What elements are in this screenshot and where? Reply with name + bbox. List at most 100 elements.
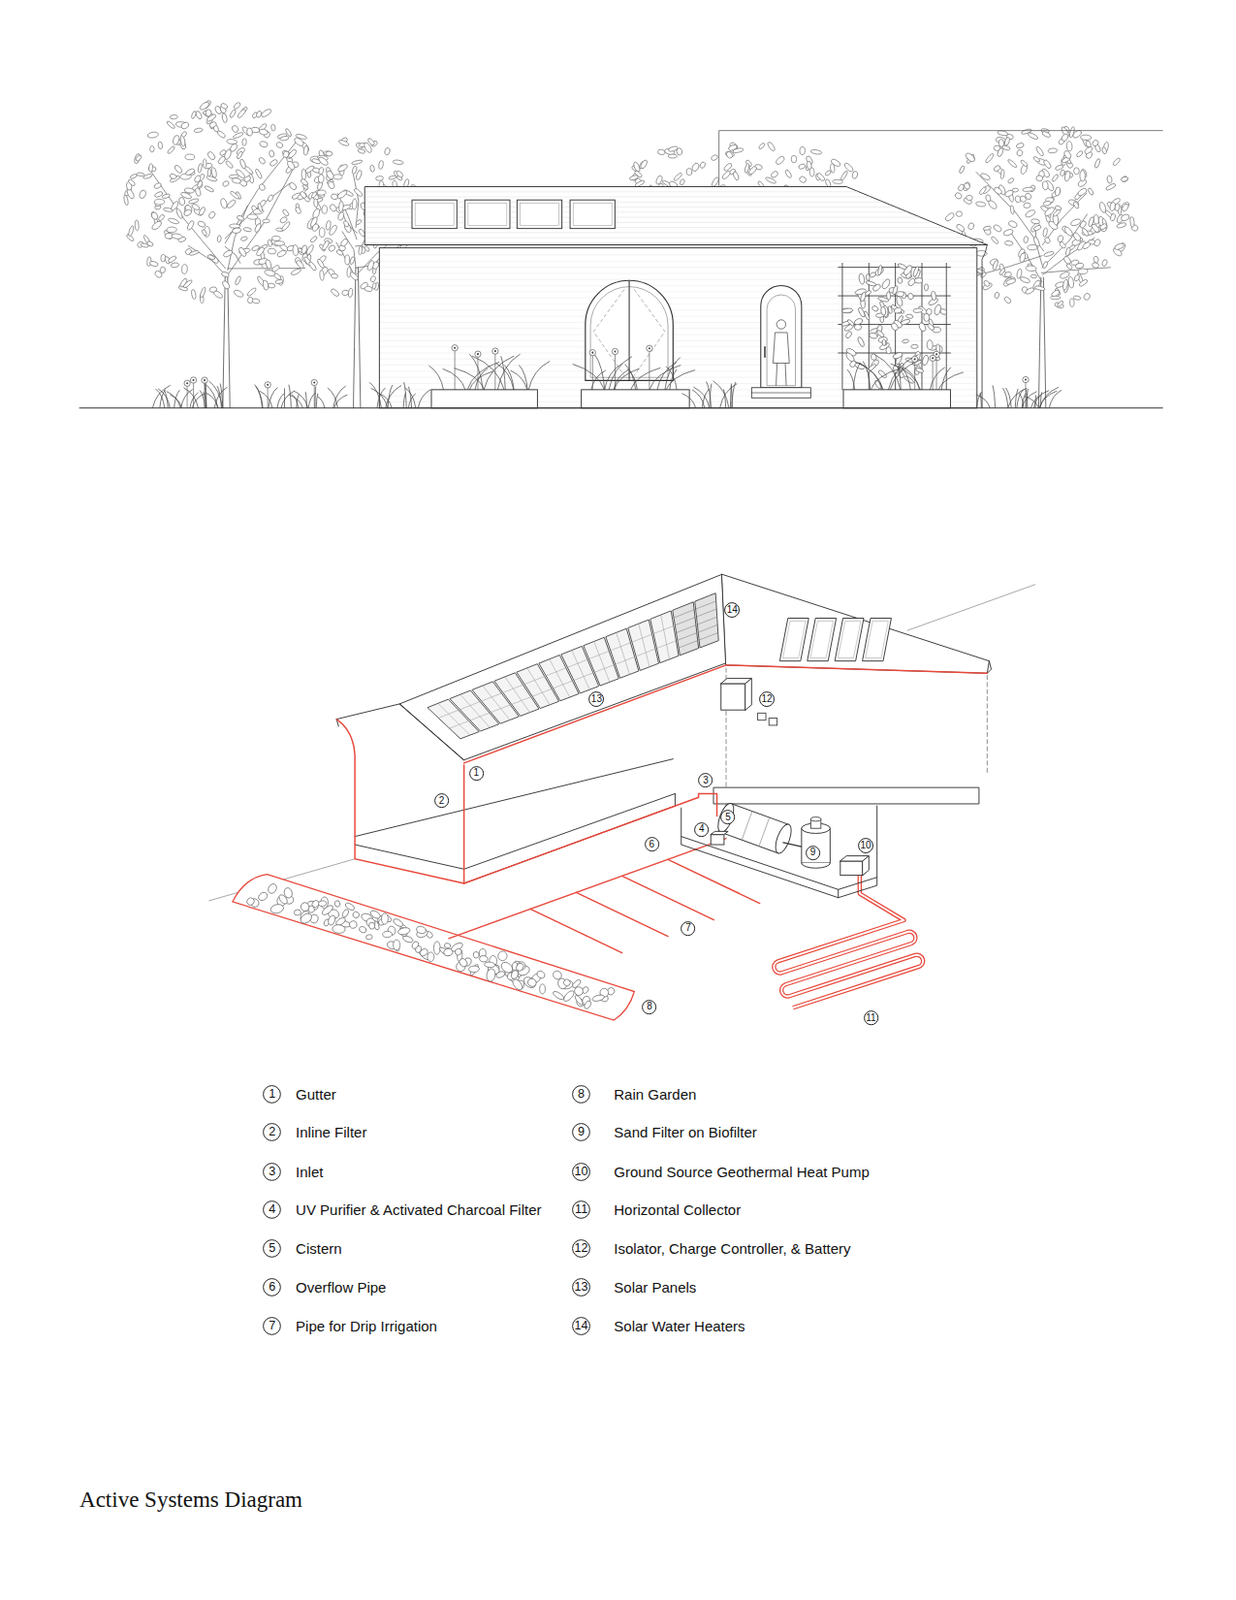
leaf xyxy=(230,124,240,133)
leaf xyxy=(348,255,355,265)
leaf xyxy=(1025,265,1037,272)
leaf xyxy=(889,321,900,332)
leaf-blade xyxy=(277,393,285,409)
rock xyxy=(562,988,576,1003)
leaf xyxy=(295,133,308,141)
leaf xyxy=(369,275,377,284)
callout-number: 8 xyxy=(577,1087,585,1101)
leaf xyxy=(318,269,324,281)
leaf-blade xyxy=(857,362,883,391)
leaf-blade xyxy=(169,394,182,409)
leaf xyxy=(1004,240,1014,247)
tree-branch xyxy=(1042,192,1087,246)
floor-slab xyxy=(464,792,676,869)
leaf xyxy=(246,127,254,137)
leaf-blade xyxy=(209,380,223,409)
callout-outline xyxy=(572,1163,591,1181)
leaf xyxy=(270,124,276,131)
panel-cell-line xyxy=(661,614,670,660)
panel-cell-line xyxy=(638,623,650,667)
leaf-blade xyxy=(1040,391,1042,408)
leaf xyxy=(201,228,209,237)
roof-shingle-line xyxy=(366,231,957,233)
callout-number: 13 xyxy=(574,1280,589,1294)
flower xyxy=(1022,376,1029,382)
sand-filter xyxy=(801,862,830,868)
leaf xyxy=(325,220,332,230)
leaf xyxy=(337,162,349,173)
rainwater-lines xyxy=(336,665,987,884)
leaf xyxy=(797,162,806,170)
leaf xyxy=(1047,148,1058,154)
leaf xyxy=(235,150,244,159)
leaf xyxy=(350,158,363,165)
leaf xyxy=(926,322,936,332)
leaf xyxy=(1023,202,1032,209)
leaf xyxy=(997,129,1009,136)
rock xyxy=(468,965,479,973)
floor-slab xyxy=(464,792,676,884)
leaf xyxy=(285,127,293,138)
roof-shingle-line xyxy=(366,242,982,244)
leaf xyxy=(243,226,253,232)
leaf xyxy=(194,187,202,197)
tree-trunk xyxy=(357,267,360,409)
leaf xyxy=(675,147,683,156)
rock xyxy=(510,969,520,980)
leaf xyxy=(1065,247,1072,257)
leaf xyxy=(136,172,146,177)
leaf xyxy=(698,160,706,169)
leaf xyxy=(197,206,206,217)
leaf-blade xyxy=(288,384,292,409)
leaf xyxy=(269,158,280,167)
leaf xyxy=(911,344,920,349)
tree-branch xyxy=(150,170,225,269)
leaf-blade xyxy=(497,353,520,391)
callout-circle: 8 xyxy=(571,1084,591,1104)
flower xyxy=(914,357,917,360)
callout-circle: 1 xyxy=(262,1084,282,1104)
rock xyxy=(293,909,302,917)
leaf-blade xyxy=(874,354,901,391)
leaf xyxy=(1042,260,1049,269)
skylight xyxy=(835,618,864,662)
leaf xyxy=(310,190,317,199)
leaf-blade xyxy=(627,369,637,391)
leaf-blade xyxy=(572,363,605,390)
leaf-blade xyxy=(976,391,982,409)
leaf-blade xyxy=(475,368,488,391)
callout-outline xyxy=(263,1123,282,1141)
leaf xyxy=(1106,175,1112,185)
callout-outline xyxy=(572,1278,591,1297)
leaf xyxy=(220,102,229,111)
flower xyxy=(186,381,189,384)
tree-branch xyxy=(224,183,290,239)
rock xyxy=(583,999,593,1010)
leaf xyxy=(840,170,850,182)
leaf xyxy=(185,167,196,177)
callout-outline xyxy=(263,1163,282,1181)
leaf xyxy=(980,271,987,279)
leaf xyxy=(366,259,376,272)
leaf xyxy=(851,170,858,180)
leaf-blade xyxy=(595,354,605,391)
leaf-blade xyxy=(316,396,324,409)
leaf xyxy=(1077,268,1088,275)
callout-outline xyxy=(725,602,740,618)
leaf xyxy=(372,282,378,289)
wall-siding-line xyxy=(380,370,976,372)
leaf xyxy=(224,159,234,169)
leaf-blade xyxy=(1039,386,1059,408)
collector-pipe xyxy=(773,875,923,1009)
leaf xyxy=(189,250,200,256)
leaf xyxy=(221,271,230,279)
leaf xyxy=(1087,187,1095,196)
leaf xyxy=(258,140,269,149)
leaf xyxy=(203,185,215,193)
leaf xyxy=(1115,221,1127,229)
flower xyxy=(646,345,653,351)
leaf xyxy=(984,153,995,164)
clerestory-window xyxy=(412,199,457,228)
leaf xyxy=(774,155,786,166)
leaf xyxy=(1073,274,1080,283)
